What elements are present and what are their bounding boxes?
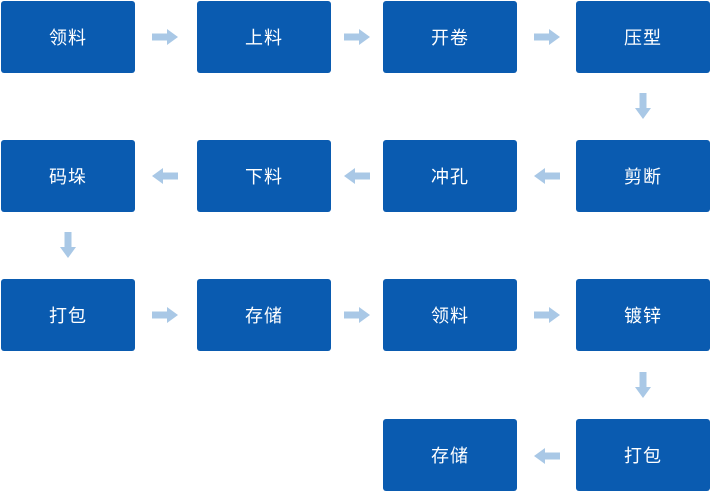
- arrow-down-icon: [635, 93, 651, 119]
- step-shearing: 剪断: [576, 140, 710, 212]
- step-packing: 打包: [1, 279, 135, 351]
- step-label: 上料: [245, 28, 283, 49]
- step-press-forming: 压型: [576, 1, 710, 73]
- arrow-down-icon: [635, 372, 651, 398]
- step-label: 开卷: [431, 28, 469, 49]
- step-storage-2: 存储: [383, 419, 517, 491]
- step-label: 存储: [431, 446, 469, 467]
- step-label: 领料: [431, 306, 469, 327]
- step-packing-2: 打包: [576, 419, 710, 491]
- step-stacking: 码垛: [1, 140, 135, 212]
- arrow-right-icon: [534, 307, 560, 323]
- step-label: 压型: [624, 28, 662, 49]
- arrow-left-icon: [152, 168, 178, 184]
- step-unload-material: 下料: [197, 140, 331, 212]
- arrow-left-icon: [534, 448, 560, 464]
- step-label: 下料: [245, 167, 283, 188]
- step-uncoil: 开卷: [383, 1, 517, 73]
- arrow-right-icon: [344, 307, 370, 323]
- step-galvanizing: 镀锌: [576, 279, 710, 351]
- step-storage: 存储: [197, 279, 331, 351]
- step-receive-material-2: 领料: [383, 279, 517, 351]
- arrow-left-icon: [344, 168, 370, 184]
- step-receive-material: 领料: [1, 1, 135, 73]
- step-load-material: 上料: [197, 1, 331, 73]
- step-label: 打包: [49, 306, 87, 327]
- step-label: 镀锌: [624, 306, 662, 327]
- step-label: 冲孔: [431, 167, 469, 188]
- arrow-right-icon: [534, 29, 560, 45]
- arrow-left-icon: [534, 168, 560, 184]
- arrow-right-icon: [344, 29, 370, 45]
- arrow-right-icon: [152, 29, 178, 45]
- step-label: 存储: [245, 306, 283, 327]
- step-label: 领料: [49, 28, 87, 49]
- step-label: 剪断: [624, 167, 662, 188]
- step-label: 打包: [624, 446, 662, 467]
- arrow-down-icon: [60, 232, 76, 258]
- step-label: 码垛: [49, 167, 87, 188]
- step-punching: 冲孔: [383, 140, 517, 212]
- arrow-right-icon: [152, 307, 178, 323]
